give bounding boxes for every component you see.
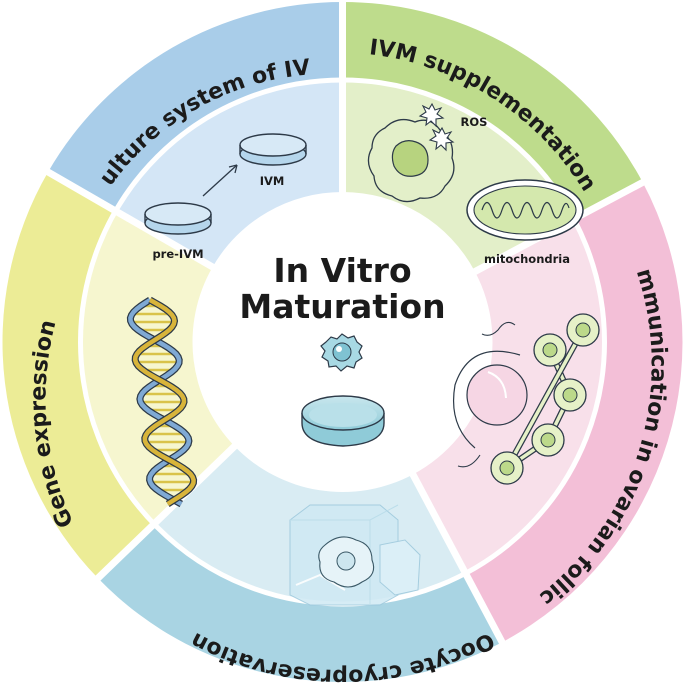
- dna-strand-blue: [128, 298, 192, 506]
- ivm-dish-icon: [239, 133, 307, 166]
- ivm-label: IVM: [260, 174, 285, 188]
- culture-outer-sector: [48, 2, 343, 211]
- segment-divider: [408, 471, 507, 646]
- granulosa-cells: [490, 313, 600, 485]
- supplementation-outer-sector: [342, 2, 643, 219]
- gene-inner-sector: [80, 211, 235, 525]
- cryopreservation-illustration: [289, 504, 421, 606]
- supplementation-illustration: ROS mitochondria: [367, 102, 584, 266]
- culture-dishes-illustration: pre-IVM IVM: [144, 133, 307, 261]
- mitochondria-icon: [466, 179, 584, 241]
- arrow-icon: [202, 164, 238, 197]
- cell-nucleus: [499, 460, 515, 476]
- communication-outer-sector: [465, 182, 683, 643]
- ros-burst-icon: [418, 102, 455, 152]
- follicle-communication-illustration: [452, 313, 600, 485]
- dna-strand-gold: [132, 298, 196, 506]
- dna-helix-icon: [126, 296, 198, 508]
- cell-nucleus: [542, 342, 558, 358]
- segment-divider: [44, 167, 217, 272]
- gap-junction: [505, 329, 585, 469]
- center-title-line2: Maturation: [239, 287, 445, 326]
- frozen-oocyte-icon: [318, 536, 375, 588]
- pre-ivm-label: pre-IVM: [152, 247, 203, 261]
- segment-dividers: [44, 0, 647, 646]
- mitochondria-label: mitochondria: [484, 252, 570, 266]
- cell-nucleus: [575, 322, 591, 338]
- center-petri-dish-icon: [301, 395, 385, 447]
- ros-label: ROS: [461, 115, 488, 129]
- cell-nucleus: [540, 432, 556, 448]
- segment-divider: [94, 442, 239, 583]
- center-title-line1: In Vitro: [273, 251, 411, 290]
- center-oocyte-icon: [320, 333, 363, 372]
- pre-ivm-dish-icon: [144, 202, 212, 235]
- oocyte-icon: [466, 364, 528, 426]
- cell-nucleus: [562, 387, 578, 403]
